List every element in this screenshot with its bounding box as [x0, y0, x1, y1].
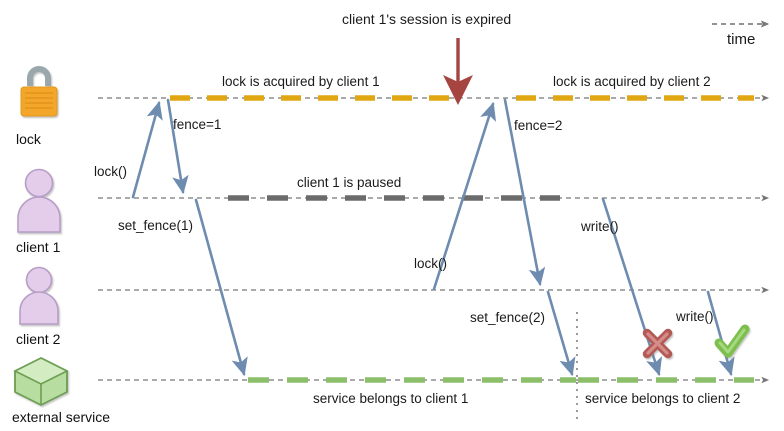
- lane-label-client-2: client 2: [16, 331, 61, 347]
- message-label-set-fence-1: set_fence(1): [118, 218, 194, 233]
- arrow-write-1: [601, 197, 663, 376]
- annotation-client-1-paused: client 1 is paused: [297, 175, 402, 190]
- lane-label-external-service: external service: [12, 409, 111, 425]
- person-icon-client-1: [17, 168, 61, 233]
- padlock-icon: [20, 66, 58, 117]
- arrow-fence-2: [503, 98, 546, 287]
- arrow-set-fence-1: [194, 198, 248, 377]
- arrow-lock-1: [131, 100, 163, 199]
- arrow-lock-2: [432, 102, 497, 291]
- arrow-set-fence-2: [546, 290, 576, 376]
- person-icon-client-2: [19, 266, 59, 325]
- cube-icon: [13, 357, 69, 406]
- lane-label-lock: lock: [16, 131, 41, 147]
- annotation-lock-acquired-client-2: lock is acquired by client 2: [553, 74, 711, 89]
- arrow-fence-1: [166, 98, 189, 195]
- annotation-session-expired: client 1's session is expired: [342, 11, 512, 27]
- lane-label-client-1: client 1: [16, 239, 61, 255]
- red-x-icon: [642, 328, 673, 359]
- annotation-service-belongs-client-1: service belongs to client 1: [313, 391, 469, 406]
- green-check-icon: [714, 324, 750, 358]
- annotation-lock-acquired-client-1: lock is acquired by client 1: [222, 74, 380, 89]
- message-label-lock-2: lock(): [414, 256, 447, 271]
- time-legend-label: time: [727, 31, 756, 48]
- message-label-write-2: write(): [676, 309, 714, 324]
- message-label-write-1: write(): [581, 219, 619, 234]
- message-label-fence-1: fence=1: [173, 117, 222, 132]
- message-label-set-fence-2: set_fence(2): [470, 310, 546, 325]
- message-label-fence-2: fence=2: [514, 118, 563, 133]
- annotation-service-belongs-client-2: service belongs to client 2: [585, 391, 741, 406]
- message-label-lock-1: lock(): [94, 164, 127, 179]
- arrow-write-2: [706, 290, 735, 377]
